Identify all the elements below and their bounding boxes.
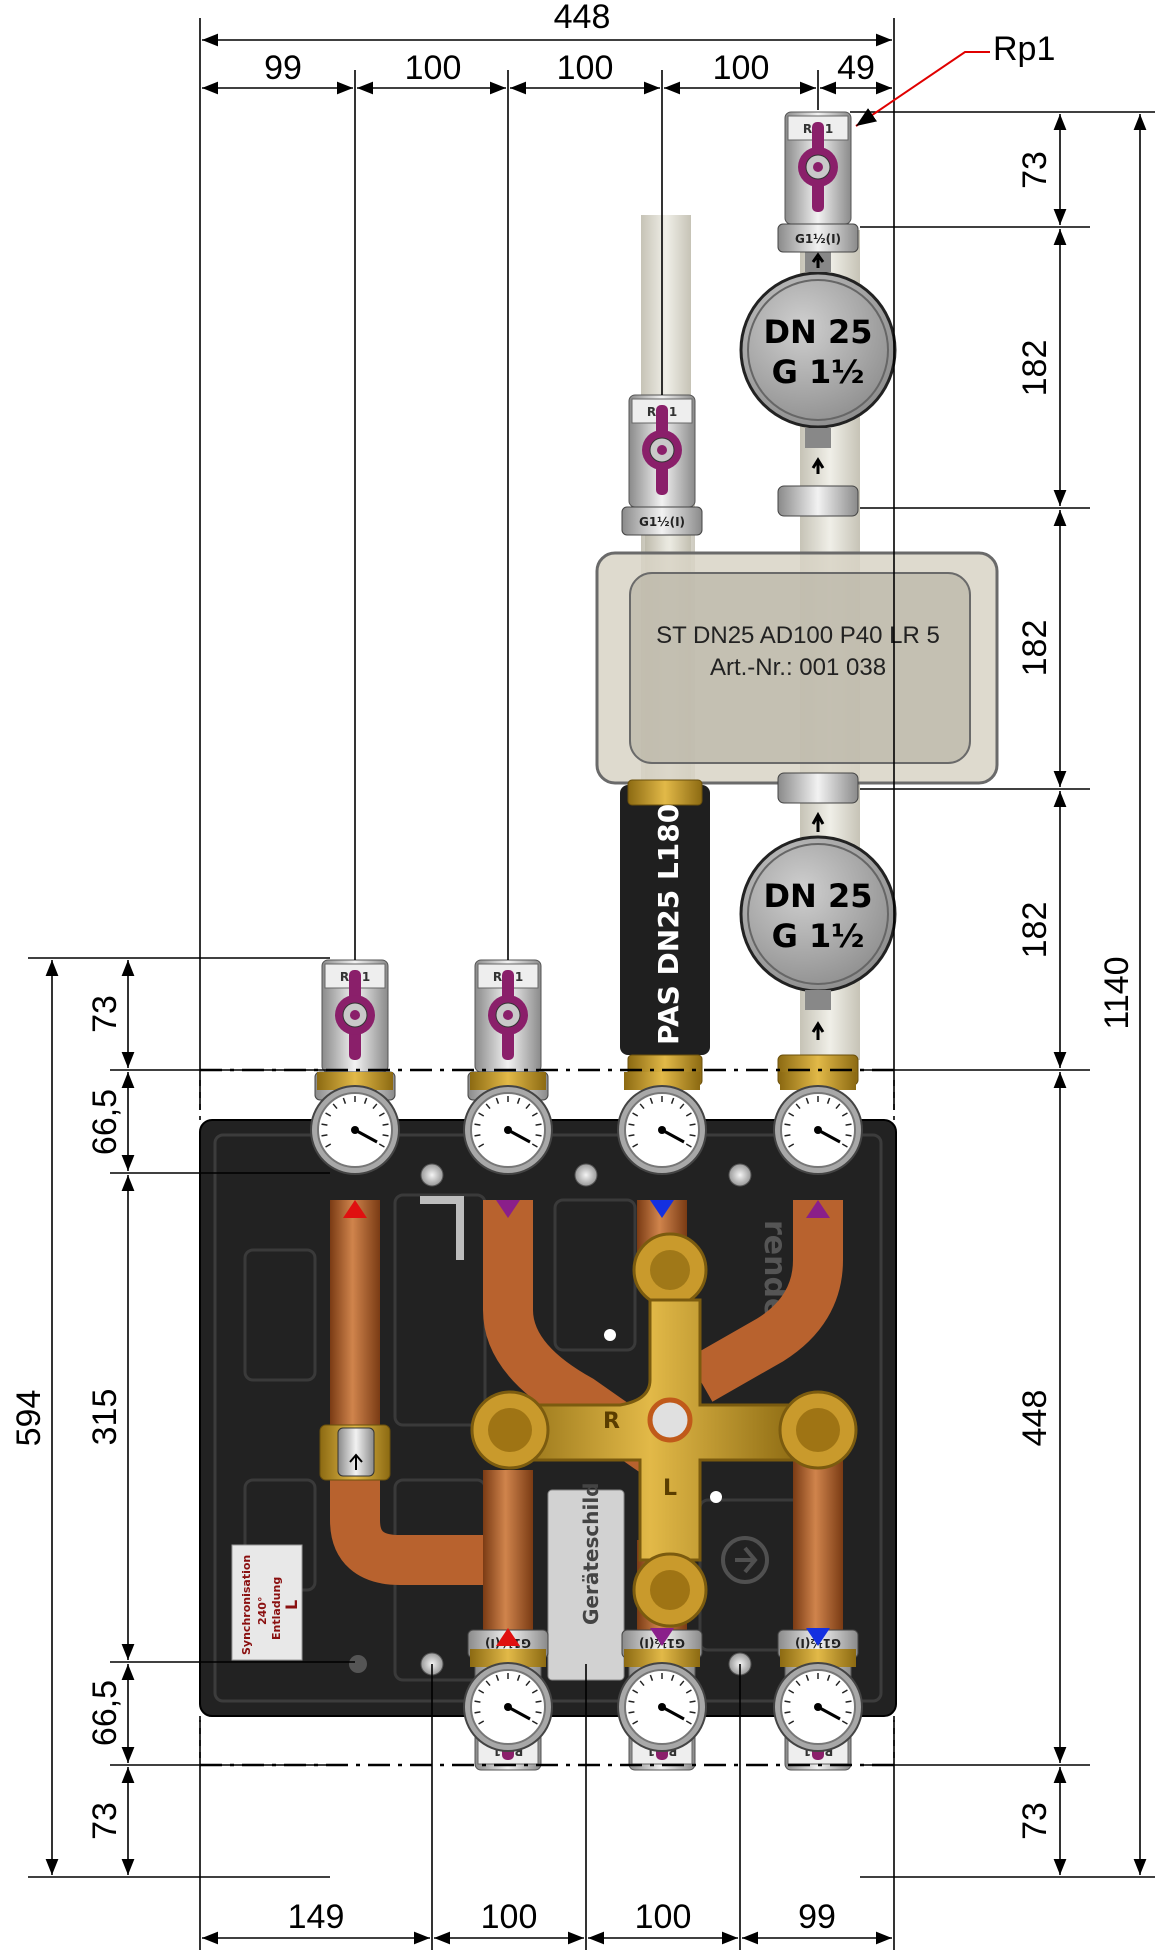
dim-left-1: 73 <box>86 995 124 1033</box>
dim-left-4: 66,5 <box>86 1680 124 1746</box>
valve-thread-text: G1½(I) <box>795 232 841 246</box>
thermometer-3 <box>617 1072 707 1175</box>
sticker-line4: L <box>282 1600 301 1610</box>
pump-lower: DN 25 G 1½ <box>739 811 897 1040</box>
pump-upper-line2: G 1½ <box>772 353 865 391</box>
dimension-lines <box>28 18 1155 1950</box>
dim-left-3: 315 <box>86 1389 124 1446</box>
rp1-callout: Rp1 <box>855 30 1055 127</box>
sticker: Synchronisation 240° Entladung L <box>231 1544 303 1661</box>
dim-top-total: 448 <box>554 0 611 36</box>
mixing-valve <box>319 1424 391 1481</box>
valve-thread-text: G1½(I) <box>639 515 685 529</box>
manifold-l-label: L <box>663 1476 677 1501</box>
dim-bottom-3: 100 <box>635 1898 692 1936</box>
dim-right-3: 182 <box>1016 620 1054 677</box>
dim-top-1: 99 <box>264 49 302 87</box>
sticker-line2: 240° <box>256 1597 269 1625</box>
dim-left-total: 594 <box>10 1390 48 1447</box>
pump-lower-line2: G 1½ <box>772 917 865 955</box>
sticker-line1: Synchronisation <box>240 1555 253 1655</box>
pump-lower-line1: DN 25 <box>763 877 872 915</box>
thermometer-1 <box>310 1072 400 1175</box>
dim-right-4: 182 <box>1016 902 1054 959</box>
flow-arrows <box>343 1200 830 1646</box>
dim-top-2: 100 <box>405 49 462 87</box>
manifold-r-label: R <box>603 1409 620 1434</box>
dim-left-5: 73 <box>86 1802 124 1840</box>
dim-bottom-1: 149 <box>288 1898 345 1936</box>
copper-pipes <box>330 1200 843 1640</box>
brass-manifold: R L <box>470 1232 858 1628</box>
dim-right-1: 73 <box>1016 151 1054 189</box>
dim-top-5: 49 <box>837 49 875 87</box>
thermometer-7 <box>773 1649 863 1752</box>
pump-upper-line1: DN 25 <box>763 313 872 351</box>
nameplate: Geräteschild <box>547 1483 625 1681</box>
dim-left-2: 66,5 <box>86 1089 124 1155</box>
sticker-line3: Entladung <box>270 1577 283 1640</box>
thermometers <box>310 1072 863 1752</box>
dim-top-4: 100 <box>713 49 770 87</box>
dim-right-2: 182 <box>1016 340 1054 397</box>
thermometer-5 <box>463 1649 553 1752</box>
dimension-texts: 448 99 100 100 100 49 149 100 100 99 73 … <box>10 0 1136 1936</box>
upper-assembly: ST DN25 AD100 P40 LR 5 Art.-Nr.: 001 038… <box>595 215 999 1086</box>
separator-line2: Art.-Nr.: 001 038 <box>710 654 886 681</box>
thermometer-6 <box>617 1649 707 1752</box>
thermometer-2 <box>463 1072 553 1175</box>
pump-upper: DN 25 G 1½ <box>739 230 897 474</box>
dim-bottom-2: 100 <box>481 1898 538 1936</box>
callout-text: Rp1 <box>993 30 1055 68</box>
dim-right-6: 73 <box>1016 1802 1054 1840</box>
separator-line1: ST DN25 AD100 P40 LR 5 <box>656 622 940 649</box>
pipe-label: PAS DN25 L180 <box>652 804 685 1045</box>
dim-top-3: 100 <box>557 49 614 87</box>
thermometer-4 <box>773 1072 863 1175</box>
nameplate-text: Geräteschild <box>579 1483 603 1626</box>
dim-bottom-4: 99 <box>798 1898 836 1936</box>
dim-right-total: 1140 <box>1098 956 1136 1029</box>
dim-right-5: 448 <box>1016 1390 1054 1447</box>
